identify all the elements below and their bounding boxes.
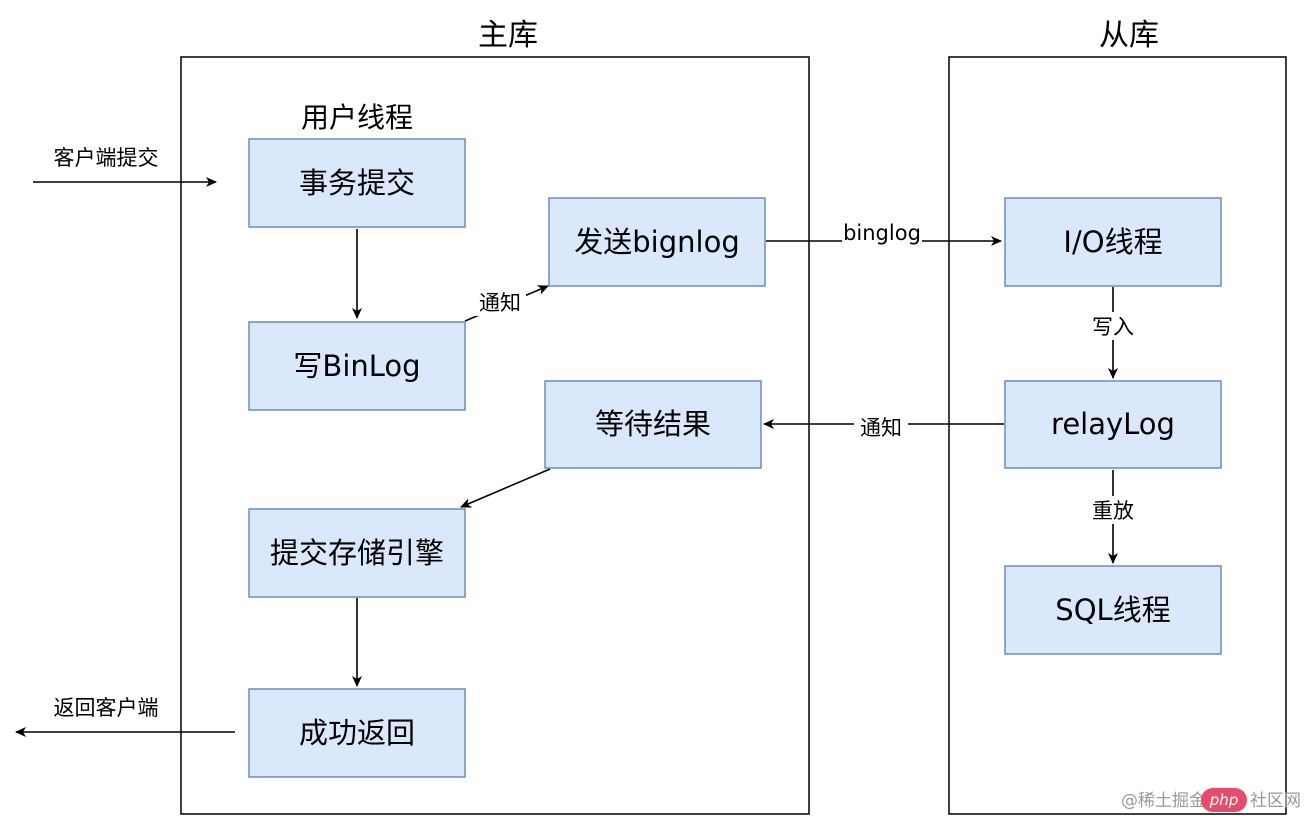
node-commit-tx-label: 事务提交: [299, 166, 415, 200]
master-container: 主库: [180, 18, 810, 815]
edge-wait-to-engine: [460, 468, 551, 508]
node-success-return-box: [248, 688, 466, 778]
edge-return-client: 返回客户端: [15, 696, 235, 737]
node-send-binlog-box: [548, 197, 766, 287]
node-commit-engine: 提交存储引擎: [248, 508, 466, 598]
node-commit-engine-box: [248, 508, 466, 598]
replay-label: 重放: [1092, 499, 1134, 523]
node-wait-result-label: 等待结果: [595, 407, 711, 441]
node-send-binlog-label: 发送bignlog: [574, 225, 739, 259]
write-in-label: 写入: [1092, 315, 1134, 339]
node-sql-thread-label: SQL线程: [1055, 593, 1170, 627]
node-sql-thread: SQL线程: [1004, 565, 1222, 655]
node-write-binlog: 写BinLog: [248, 321, 466, 411]
node-commit-tx: 事务提交: [248, 138, 466, 228]
node-relay-log-box: [1004, 380, 1222, 469]
node-write-binlog-box: [248, 321, 466, 411]
binlog-transfer-label: binglog: [843, 221, 921, 245]
watermark-badge: [1201, 788, 1247, 812]
node-io-thread-box: [1004, 197, 1222, 287]
node-wait-result: 等待结果: [544, 380, 762, 469]
node-commit-tx-box: [248, 138, 466, 228]
user-thread-title: 用户线程: [301, 101, 413, 134]
node-io-thread: I/O线程: [1004, 197, 1222, 287]
node-commit-engine-label: 提交存储引擎: [270, 536, 444, 570]
notify-send-label: 通知: [479, 291, 521, 315]
node-sql-thread-box: [1004, 565, 1222, 655]
watermark-badge-text: php: [1209, 791, 1239, 809]
node-wait-result-box: [544, 380, 762, 469]
node-write-binlog-label: 写BinLog: [293, 349, 420, 383]
edge-notify-send: 通知: [464, 285, 549, 322]
node-relay-log: relayLog: [1004, 380, 1222, 469]
slave-title: 从库: [1099, 18, 1159, 53]
edge-write-in: 写入: [1088, 287, 1138, 379]
edge-replay: 重放: [1088, 470, 1138, 564]
edge-client-commit: 客户端提交: [33, 146, 217, 187]
watermark: @稀土掘金 php 社区网: [1121, 788, 1301, 812]
node-success-return-label: 成功返回: [299, 716, 415, 750]
slave-container: 从库: [948, 18, 1287, 815]
node-io-thread-label: I/O线程: [1063, 225, 1162, 259]
node-send-binlog: 发送bignlog: [548, 197, 766, 287]
edge-notify-wait: 通知: [763, 413, 1004, 441]
client-commit-label: 客户端提交: [54, 146, 159, 170]
master-title: 主库: [478, 18, 538, 53]
node-success-return: 成功返回: [248, 688, 466, 778]
watermark-prefix: @稀土掘金: [1121, 791, 1206, 811]
return-client-label: 返回客户端: [54, 696, 159, 720]
notify-wait-label: 通知: [860, 416, 902, 440]
node-relay-log-label: relayLog: [1051, 407, 1175, 441]
edge-binlog-transfer: binglog: [766, 221, 1002, 247]
watermark-suffix: 社区网: [1250, 791, 1301, 811]
